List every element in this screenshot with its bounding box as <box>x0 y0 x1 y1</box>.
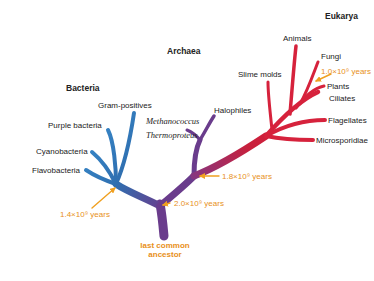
group-heading: Eukarya <box>325 12 358 21</box>
age-callout: 1.4×10⁹ years <box>60 210 110 219</box>
taxon-label: Cyanobacteria <box>36 147 88 156</box>
age-callout: 1.0×10⁹ years <box>321 67 371 76</box>
taxon-label: Animals <box>283 34 311 43</box>
taxon-label: Fungi <box>321 52 341 61</box>
age-callout: 1.8×10⁹ years <box>222 172 272 181</box>
taxon-label: Halophiles <box>214 106 251 115</box>
taxon-label: Microsporidiae <box>316 136 368 145</box>
taxon-label: Purple bacteria <box>48 121 102 130</box>
taxon-label: Flagellates <box>328 116 367 125</box>
ancestor-label: last common ancestor <box>137 241 193 259</box>
taxon-label: Plants <box>327 82 349 91</box>
taxon-label: Thermoproteus <box>146 131 198 140</box>
age-callout: 2.0×10⁹ years <box>174 199 224 208</box>
group-heading: Archaea <box>167 47 201 56</box>
group-heading: Bacteria <box>66 84 100 93</box>
taxon-label: Slime molds <box>238 70 282 79</box>
taxon-label: Methanococcus <box>146 117 199 126</box>
taxon-label: Gram-positives <box>98 101 152 110</box>
taxon-label: Ciliates <box>329 94 355 103</box>
taxon-label: Flavobacteria <box>32 166 80 175</box>
